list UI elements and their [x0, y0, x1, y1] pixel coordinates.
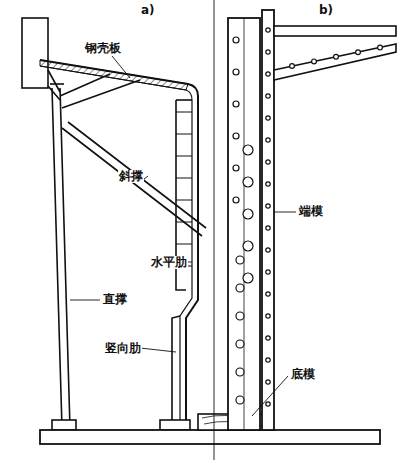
bolt-hole — [243, 145, 253, 155]
bolt-hole — [243, 177, 253, 187]
bolt-hole — [243, 241, 253, 251]
bolt-hole — [266, 160, 270, 164]
bolt-hole — [266, 94, 270, 98]
bolt-hole — [266, 314, 270, 318]
rib-stroke — [176, 244, 192, 245]
part-label: 直撑 — [102, 293, 128, 306]
bolt-hole — [233, 197, 239, 203]
part-label: 水平肋 — [150, 256, 188, 269]
rib-stroke — [176, 222, 192, 223]
rib-stroke — [176, 134, 192, 135]
part-label: 底模 — [290, 368, 316, 381]
bolt-hole — [266, 72, 270, 76]
rib-stroke — [176, 156, 192, 157]
bolt-hole — [243, 209, 253, 219]
rib-stroke — [176, 200, 192, 201]
bolt-hole — [266, 28, 270, 32]
bolt-hole — [378, 45, 383, 50]
bolt-hole — [233, 165, 239, 171]
bolt-hole — [266, 138, 270, 142]
bolt-hole — [266, 336, 270, 340]
part-label: 斜撑 — [118, 170, 144, 183]
bolt-hole — [356, 50, 361, 55]
bolt-hole — [236, 396, 244, 404]
bolt-hole — [236, 368, 244, 376]
bolt-hole — [266, 226, 270, 230]
bolt-hole — [236, 284, 244, 292]
bolt-hole — [243, 273, 253, 283]
bolt-hole — [236, 340, 244, 348]
bolt-hole — [334, 54, 339, 59]
bolt-hole — [266, 358, 270, 362]
part-label: b) — [318, 4, 334, 17]
bolt-hole — [266, 292, 270, 296]
bolt-hole — [233, 133, 239, 139]
bolt-hole — [236, 256, 244, 264]
bolt-hole — [266, 50, 270, 54]
bolt-hole — [233, 101, 239, 107]
part-label: 钢壳板 — [84, 42, 122, 55]
bolt-hole — [290, 64, 295, 69]
bolt-hole — [266, 248, 270, 252]
part-label: 端模 — [298, 205, 324, 218]
bolt-hole — [266, 204, 270, 208]
part-label: 竖向肋 — [104, 342, 142, 355]
bolt-hole — [233, 69, 239, 75]
part-label: a) — [140, 4, 156, 17]
bolt-hole — [266, 380, 270, 384]
bolt-hole — [266, 402, 270, 406]
rib-stroke — [176, 178, 192, 179]
bolt-hole — [266, 270, 270, 274]
bolt-hole — [233, 37, 239, 43]
rib-stroke — [176, 112, 192, 113]
bolt-hole — [266, 182, 270, 186]
bolt-hole — [312, 59, 317, 64]
bolt-hole — [236, 312, 244, 320]
bolt-hole — [266, 116, 270, 120]
